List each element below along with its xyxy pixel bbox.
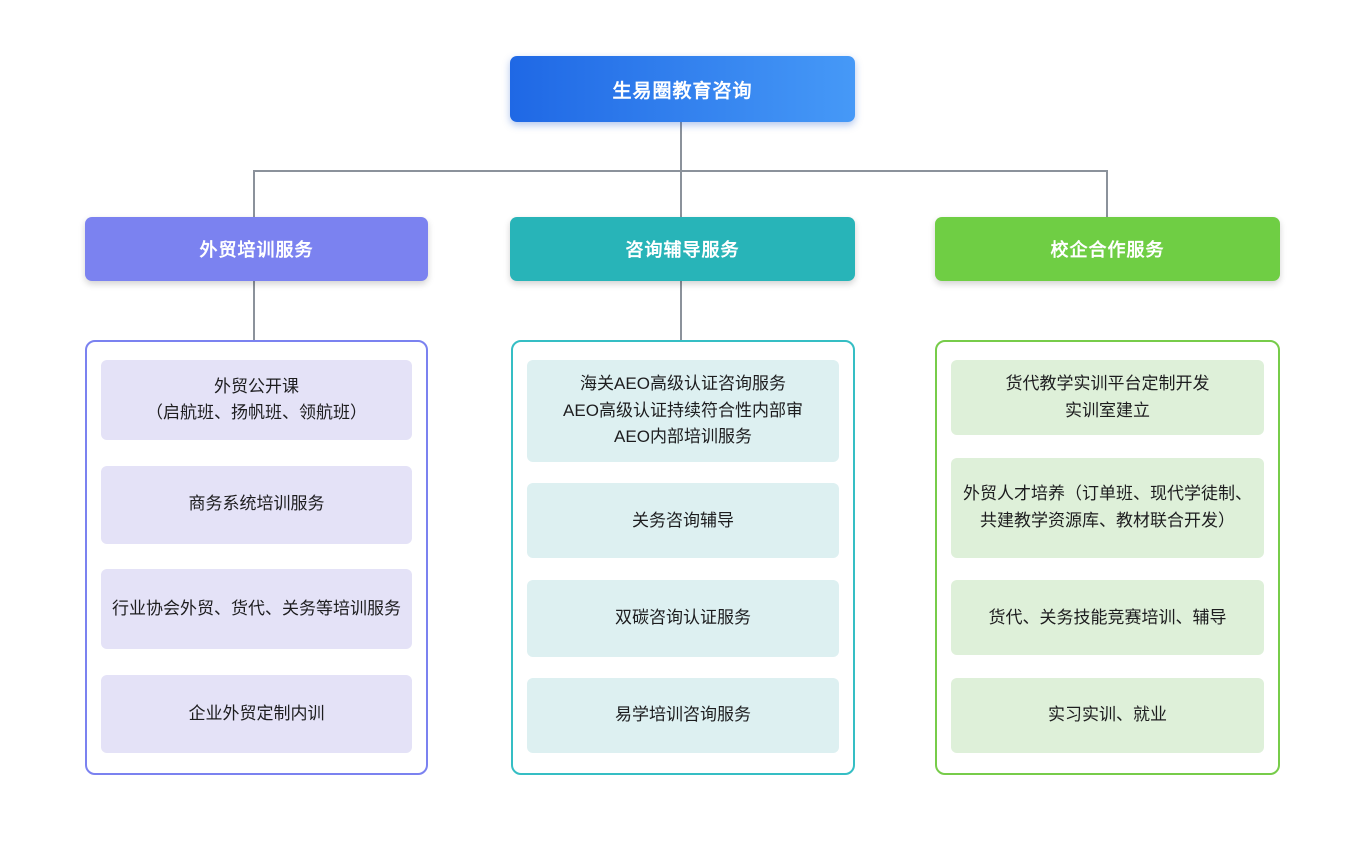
branch-group-school-enterprise-cooperation: 货代教学实训平台定制开发 实训室建立 外贸人才培养（订单班、现代学徒制、共建教学… xyxy=(935,340,1280,775)
leaf-node[interactable]: 实习实训、就业 xyxy=(951,677,1264,753)
connector-horizontal xyxy=(253,170,1107,172)
branch-group-consulting-coaching: 海关AEO高级认证咨询服务 AEO高级认证持续符合性内部审 AEO内部培训服务 … xyxy=(511,340,855,775)
branch-header-label: 咨询辅导服务 xyxy=(625,240,740,260)
leaf-node[interactable]: 企业外贸定制内训 xyxy=(101,674,412,753)
root-node[interactable]: 生易圈教育咨询 xyxy=(510,56,855,122)
connector-root-vertical xyxy=(680,121,682,217)
leaf-node[interactable]: 外贸人才培养（订单班、现代学徒制、共建教学资源库、教材联合开发） xyxy=(951,457,1264,558)
connector-drop-left xyxy=(253,170,255,217)
branch-group-foreign-trade-training: 外贸公开课 （启航班、扬帆班、领航班） 商务系统培训服务 行业协会外贸、货代、关… xyxy=(85,340,428,775)
leaf-node[interactable]: 商务系统培训服务 xyxy=(101,465,412,544)
connector-middle-header-to-group xyxy=(680,281,682,341)
leaf-node[interactable]: 行业协会外贸、货代、关务等培训服务 xyxy=(101,569,412,650)
leaf-node[interactable]: 关务咨询辅导 xyxy=(527,483,839,559)
leaf-node[interactable]: 易学培训咨询服务 xyxy=(527,677,839,753)
branch-header-consulting-coaching[interactable]: 咨询辅导服务 xyxy=(510,217,855,281)
branch-header-label: 校企合作服务 xyxy=(1050,240,1165,260)
leaf-node[interactable]: 货代、关务技能竞赛培训、辅导 xyxy=(951,580,1264,656)
branch-header-school-enterprise-cooperation[interactable]: 校企合作服务 xyxy=(935,217,1280,281)
connector-left-header-to-group xyxy=(253,281,255,341)
leaf-node[interactable]: 外贸公开课 （启航班、扬帆班、领航班） xyxy=(101,360,412,440)
leaf-node[interactable]: 双碳咨询认证服务 xyxy=(527,579,839,657)
connector-drop-right xyxy=(1106,170,1108,217)
leaf-node[interactable]: 货代教学实训平台定制开发 实训室建立 xyxy=(951,360,1264,435)
branch-header-foreign-trade-training[interactable]: 外贸培训服务 xyxy=(85,217,428,281)
root-node-label: 生易圈教育咨询 xyxy=(612,80,753,102)
leaf-node[interactable]: 海关AEO高级认证咨询服务 AEO高级认证持续符合性内部审 AEO内部培训服务 xyxy=(527,360,839,462)
branch-header-label: 外贸培训服务 xyxy=(199,240,314,260)
